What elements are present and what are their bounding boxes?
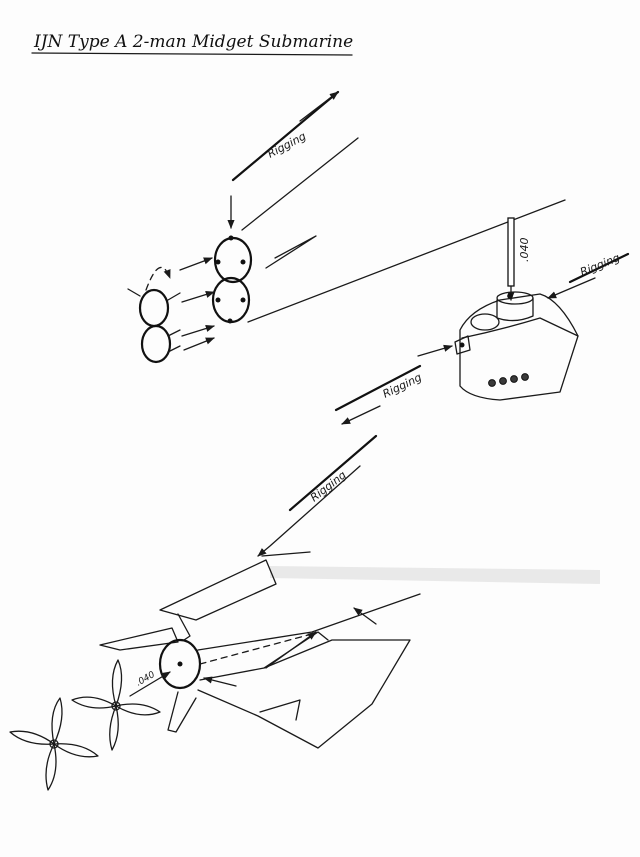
rigging-arrow-3a [417, 344, 453, 357]
tower-deck-line [461, 317, 579, 339]
rigging-arrow-2 [547, 277, 596, 299]
rigging-wire-4 [288, 434, 378, 512]
rigging-wire-2 [568, 252, 630, 284]
propeller-guard-mounted [211, 235, 253, 324]
periscope-rod [507, 217, 515, 287]
porthole-2 [499, 377, 507, 385]
hull-arrow-1 [265, 631, 317, 669]
rigging-wire-1 [231, 90, 340, 182]
upper-fin [159, 559, 277, 621]
rigging-arrow-1 [299, 91, 339, 122]
tower-top-cylinder [496, 297, 534, 322]
guard-tabs [127, 288, 181, 353]
upper-fin-root [177, 613, 191, 641]
porthole-1 [488, 379, 496, 387]
hull-top-line [197, 593, 421, 651]
rigging-arrow-3b [341, 405, 381, 425]
tower-body [459, 293, 579, 401]
wire-size-label-1: .040 [518, 238, 531, 263]
tower-hatch [470, 313, 500, 331]
page-title: IJN Type A 2-man Midget Submarine [33, 32, 353, 52]
scan-smudge [270, 566, 600, 584]
hull-edge-upper [241, 137, 359, 231]
assembly-arrow-3 [181, 324, 215, 337]
prop-shaft [129, 671, 171, 697]
hull-arrow-2 [353, 607, 377, 625]
tail-assembly: Rigging .040 [9, 434, 600, 791]
porthole-4 [521, 373, 529, 381]
title-underline [31, 52, 353, 56]
upper-fin-tip [261, 551, 311, 557]
left-fin [99, 627, 179, 651]
conning-tower-assembly: .040 Rigging Rigging [334, 217, 630, 425]
hull-hidden-line [199, 633, 313, 665]
propeller-icon [71, 659, 161, 751]
title-block: IJN Type A 2-man Midget Submarine [31, 32, 353, 56]
rigging-arrow-4 [257, 465, 361, 557]
rigging-label-4: Rigging [308, 468, 349, 504]
tower-bracket [454, 335, 471, 355]
propeller-guard-loose [127, 288, 181, 364]
hull-arrow-3 [203, 676, 237, 687]
assembly-arrow-2 [181, 290, 215, 303]
propeller-icon [9, 697, 99, 791]
rigging-wire-3 [334, 364, 422, 412]
rigging-label-2: Rigging [578, 251, 622, 279]
rotate-arrow [145, 266, 171, 291]
porthole-3 [510, 375, 518, 383]
assembly-arrow-4 [183, 337, 215, 351]
lower-fin [167, 691, 197, 733]
hull-slot [265, 235, 317, 269]
hull-cutout [259, 699, 301, 721]
hull-lower-panel [197, 639, 411, 749]
assembly-arrow-1 [179, 257, 213, 271]
